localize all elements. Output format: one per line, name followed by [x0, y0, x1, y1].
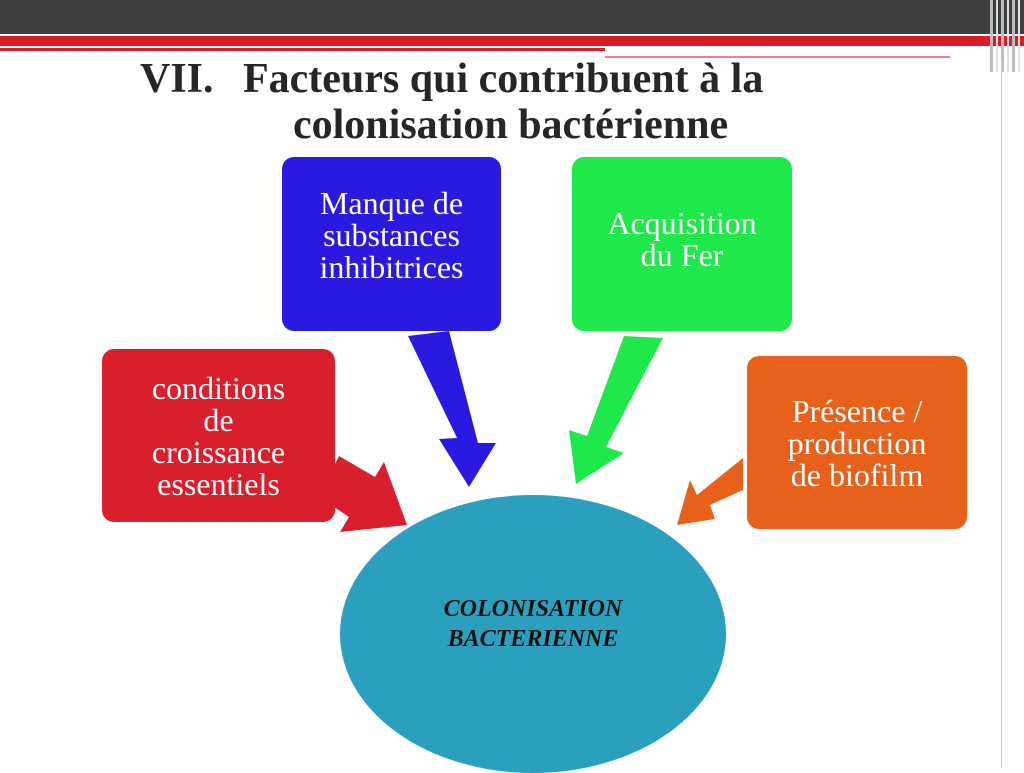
- arrow-biofilm: [677, 458, 743, 525]
- header-accent-line: [605, 56, 950, 58]
- factor-box-biofilm: Présence / production de biofilm: [747, 356, 967, 529]
- factor-inhibitrices-line: Manque de: [319, 185, 464, 221]
- factor-biofilm-line: de biofilm: [790, 456, 924, 493]
- factor-box-conditions: conditions de croissance essentiels: [102, 349, 335, 522]
- factor-fer-line: du Fer: [640, 237, 724, 273]
- factor-conditions-line: conditions: [151, 369, 286, 406]
- center-label: COLONISATION BACTERIENNE: [444, 594, 623, 654]
- arrow-conditions: [319, 456, 407, 532]
- factor-conditions-line: croissance: [151, 433, 286, 470]
- factor-conditions-line: essentiels: [157, 465, 280, 502]
- title-line-1: Facteurs qui contribuent à la: [243, 56, 764, 102]
- center-label-line: BACTERIENNE: [447, 626, 619, 652]
- arrow-fer: [569, 336, 663, 484]
- arrow-inhibitrices: [408, 331, 496, 487]
- factor-biofilm-line: Présence /: [791, 392, 923, 429]
- header-red-line-thin: [0, 48, 605, 51]
- center-ellipse: COLONISATION BACTERIENNE: [340, 495, 726, 773]
- header-bar: [0, 0, 1024, 34]
- factor-box-fer: Acquisition du Fer: [572, 157, 792, 331]
- corner-stripes: [990, 0, 1024, 72]
- center-label-line: COLONISATION: [443, 596, 623, 622]
- factor-fer-line: Acquisition: [607, 205, 757, 241]
- factor-inhibitrices-line: substances: [323, 217, 460, 253]
- factor-biofilm-line: production: [787, 424, 927, 461]
- right-border-line: [1001, 60, 1002, 768]
- title-number: VII.: [140, 56, 214, 102]
- factor-inhibitrices-line: inhibitrices: [319, 249, 464, 285]
- factor-box-inhibitrices: Manque de substances inhibitrices: [282, 157, 501, 331]
- title-line-2: colonisation bactérienne: [293, 102, 729, 148]
- header-red-line: [0, 36, 1024, 46]
- factor-conditions-line: de: [203, 401, 234, 438]
